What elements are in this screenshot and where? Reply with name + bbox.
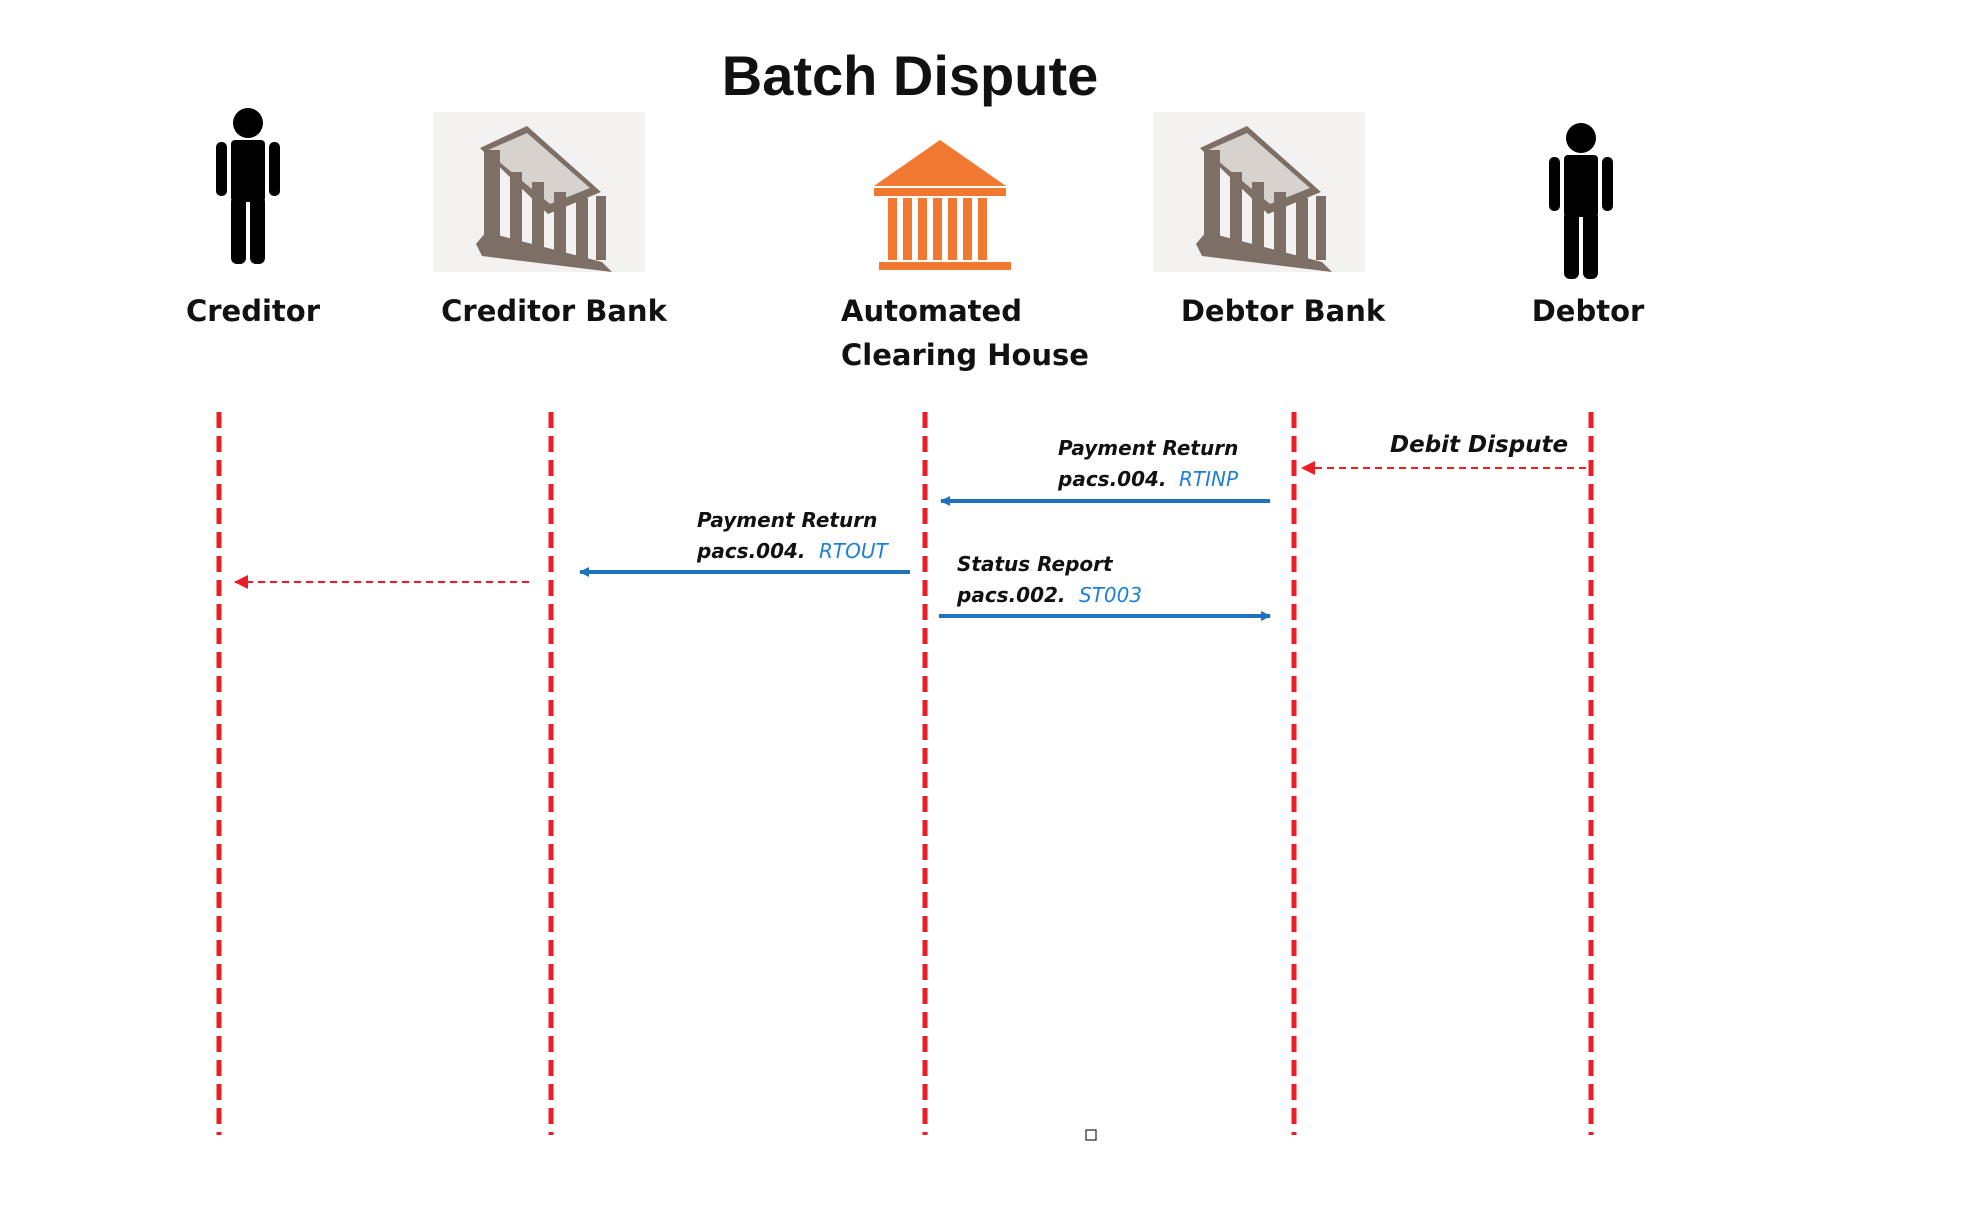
debtor-bank-icon: [1153, 112, 1365, 272]
diagram-title: Batch Dispute: [722, 44, 1099, 107]
message-label-status-report-line2: pacs.002.: [956, 583, 1066, 607]
message-label-return-creditor-bank-line2: pacs.004.: [696, 539, 806, 563]
actor-label-creditor-bank: Creditor Bank: [441, 294, 667, 328]
message-label-return-creditor-bank-line1: Payment Return: [697, 508, 877, 532]
debtor-person-icon: [1549, 123, 1613, 279]
message-label-status-report-line1: Status Report: [957, 552, 1114, 576]
message-code-return-ach: RTINP: [1179, 467, 1239, 491]
message-label-debit-dispute: Debit Dispute: [1390, 432, 1568, 458]
creditor-bank-icon: [433, 112, 645, 272]
message-label-return-ach-line1: Payment Return: [1058, 436, 1238, 460]
message-code-return-creditor-bank: RTOUT: [819, 539, 889, 563]
actor-label-creditor: Creditor: [186, 294, 321, 328]
clearing-house-icon: [874, 140, 1011, 270]
message-code-status-report: ST003: [1079, 583, 1142, 607]
actor-label-debtor-bank: Debtor Bank: [1181, 294, 1386, 328]
message-label-return-ach-line2: pacs.004.: [1057, 467, 1167, 491]
resize-handle[interactable]: [1085, 1129, 1097, 1141]
creditor-person-icon: [216, 108, 280, 264]
actor-label-ach-line2: Clearing House: [841, 338, 1089, 372]
actor-label-debtor: Debtor: [1532, 294, 1645, 328]
actor-label-ach-line1: Automated: [841, 294, 1022, 328]
